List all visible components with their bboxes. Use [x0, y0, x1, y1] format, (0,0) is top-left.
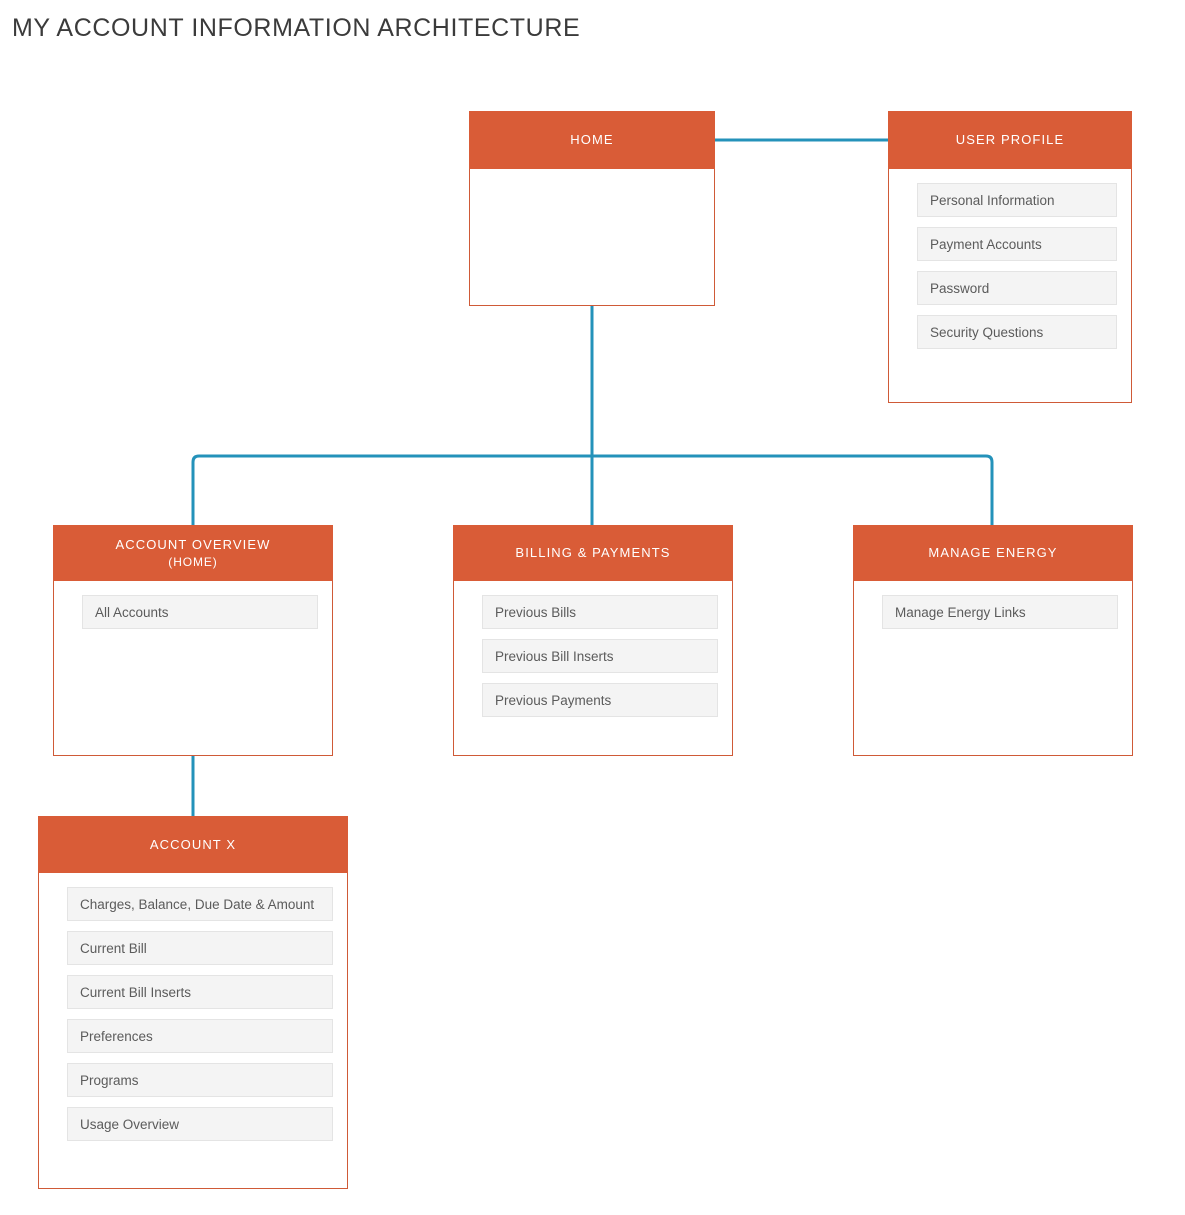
node-billing-payments-header: BILLING & PAYMENTS: [453, 525, 733, 581]
node-billing-payments-body: Previous Bills Previous Bill Inserts Pre…: [454, 581, 732, 755]
node-user-profile-header: USER PROFILE: [888, 111, 1132, 169]
list-item[interactable]: Previous Payments: [482, 683, 718, 717]
list-item[interactable]: Security Questions: [917, 315, 1117, 349]
node-home[interactable]: HOME: [469, 111, 715, 306]
node-account-overview-header: ACCOUNT OVERVIEW (HOME): [53, 525, 333, 581]
list-item[interactable]: Preferences: [67, 1019, 333, 1053]
list-item[interactable]: Charges, Balance, Due Date & Amount: [67, 887, 333, 921]
node-billing-payments-title: BILLING & PAYMENTS: [515, 545, 671, 561]
node-billing-payments[interactable]: BILLING & PAYMENTS Previous Bills Previo…: [453, 525, 733, 756]
node-user-profile-title: USER PROFILE: [955, 132, 1065, 148]
list-item[interactable]: Manage Energy Links: [882, 595, 1118, 629]
node-manage-energy[interactable]: MANAGE ENERGY Manage Energy Links: [853, 525, 1133, 756]
node-manage-energy-body: Manage Energy Links: [854, 581, 1132, 755]
list-item[interactable]: Current Bill: [67, 931, 333, 965]
node-account-overview-subtitle: (HOME): [168, 554, 218, 569]
node-manage-energy-title: MANAGE ENERGY: [928, 545, 1058, 561]
node-account-overview-body: All Accounts: [54, 581, 332, 755]
node-home-body: [470, 169, 714, 305]
node-home-title: HOME: [570, 132, 614, 148]
connector-bus-to-account-overview: [191, 454, 592, 525]
list-item[interactable]: Current Bill Inserts: [67, 975, 333, 1009]
node-account-x-header: ACCOUNT X: [38, 816, 348, 873]
node-account-x-body: Charges, Balance, Due Date & Amount Curr…: [39, 873, 347, 1188]
list-item[interactable]: Previous Bills: [482, 595, 718, 629]
connector-bus-to-manage-energy: [592, 454, 994, 525]
list-item[interactable]: Usage Overview: [67, 1107, 333, 1141]
node-user-profile-body: Personal Information Payment Accounts Pa…: [889, 169, 1131, 402]
node-account-overview[interactable]: ACCOUNT OVERVIEW (HOME) All Accounts: [53, 525, 333, 756]
node-home-header: HOME: [469, 111, 715, 169]
list-item[interactable]: Personal Information: [917, 183, 1117, 217]
list-item[interactable]: All Accounts: [82, 595, 318, 629]
page-title: MY ACCOUNT INFORMATION ARCHITECTURE: [12, 14, 581, 42]
list-item[interactable]: Programs: [67, 1063, 333, 1097]
node-account-x[interactable]: ACCOUNT X Charges, Balance, Due Date & A…: [38, 816, 348, 1189]
node-account-x-title: ACCOUNT X: [149, 836, 237, 852]
list-item[interactable]: Password: [917, 271, 1117, 305]
node-account-overview-title: ACCOUNT OVERVIEW: [115, 537, 271, 553]
list-item[interactable]: Payment Accounts: [917, 227, 1117, 261]
node-manage-energy-header: MANAGE ENERGY: [853, 525, 1133, 581]
node-user-profile[interactable]: USER PROFILE Personal Information Paymen…: [888, 111, 1132, 403]
list-item[interactable]: Previous Bill Inserts: [482, 639, 718, 673]
